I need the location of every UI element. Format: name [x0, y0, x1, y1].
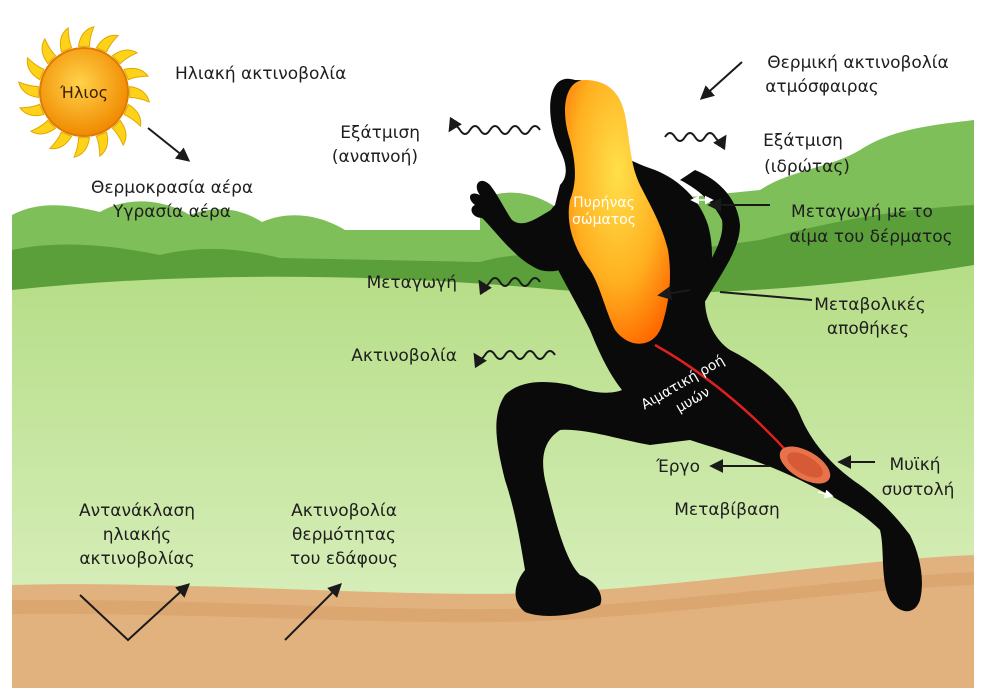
atm-radiation-label-1: Θερμική ακτινοβολία	[767, 53, 949, 73]
atm-radiation-label-2: ατμόσφαιρας	[765, 77, 879, 97]
evap-sweat-label-2: (ιδρώτας)	[764, 157, 850, 177]
solar-radiation-label: Ηλιακή ακτινοβολία	[175, 64, 346, 84]
core-label-1: Πυρήνας	[573, 195, 635, 211]
background-scenery	[12, 8, 974, 688]
sun-label: Ήλιος	[59, 83, 108, 102]
work-label: Έργο	[655, 457, 700, 477]
ground-radiation-label-1: Ακτινοβολία	[291, 501, 397, 521]
radiation-label: Ακτινοβολία	[351, 346, 457, 366]
air-temp-label: Θερμοκρασία αέρα	[91, 178, 253, 198]
skin-blood-label-1: Μεταγωγή με το	[791, 202, 933, 222]
ground-radiation-label-3: του εδάφους	[290, 549, 398, 569]
evap-sweat-label-1: Εξάτμιση	[763, 131, 843, 151]
reflection-label-2: ηλιακής	[103, 525, 172, 545]
evap-breath-label-1: Εξάτμιση	[340, 123, 420, 143]
air-humidity-label: Υγρασία αέρα	[112, 202, 231, 222]
skin-blood-label-2: αίμα του δέρματος	[789, 227, 952, 247]
contraction-label-1: Μυϊκή	[889, 455, 940, 475]
metabolic-label-2: αποθήκες	[827, 319, 909, 339]
ground-radiation-label-2: θερμότητας	[292, 525, 396, 545]
contraction-label-2: συστολή	[882, 480, 955, 500]
reflection-label-3: ακτινοβολίας	[79, 549, 194, 569]
convection-label: Μεταγωγή	[367, 273, 457, 293]
evap-breath-label-2: (αναπνοή)	[332, 147, 418, 167]
reflection-label-1: Αντανάκλαση	[79, 501, 195, 521]
conduction-label: Μεταβίβαση	[674, 500, 780, 520]
core-label-2: σώματος	[572, 212, 636, 228]
metabolic-label-1: Μεταβολικές	[814, 295, 926, 315]
